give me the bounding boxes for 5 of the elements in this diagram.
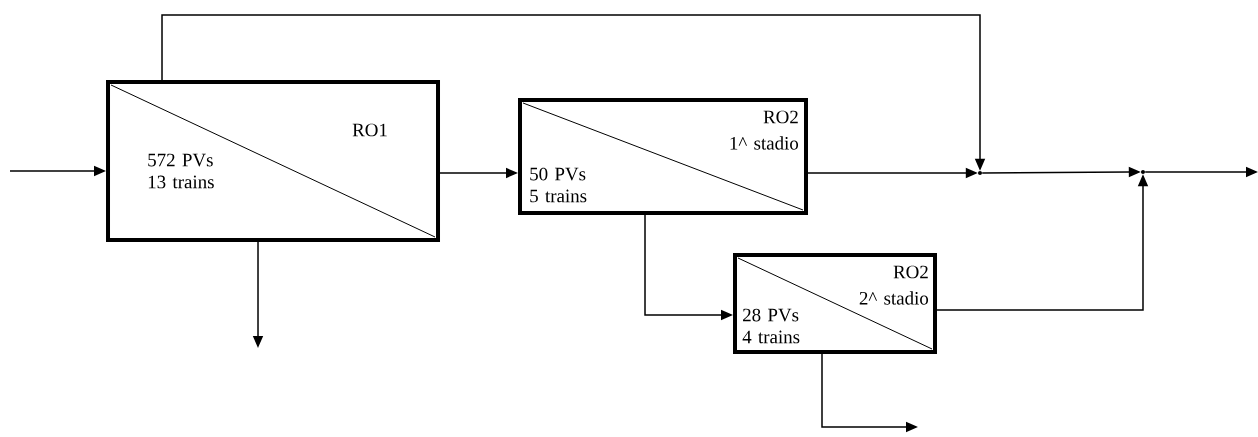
membrane-box: RO2 2^ stadio 28 PVs 4 trains: [733, 253, 937, 354]
membrane-box: RO2 1^ stadio 50 PVs 5 trains: [518, 98, 808, 215]
junction-point: [978, 171, 982, 175]
junction-point: [1141, 170, 1145, 174]
membrane-box: RO1 572 PVs 13 trains: [106, 80, 440, 242]
